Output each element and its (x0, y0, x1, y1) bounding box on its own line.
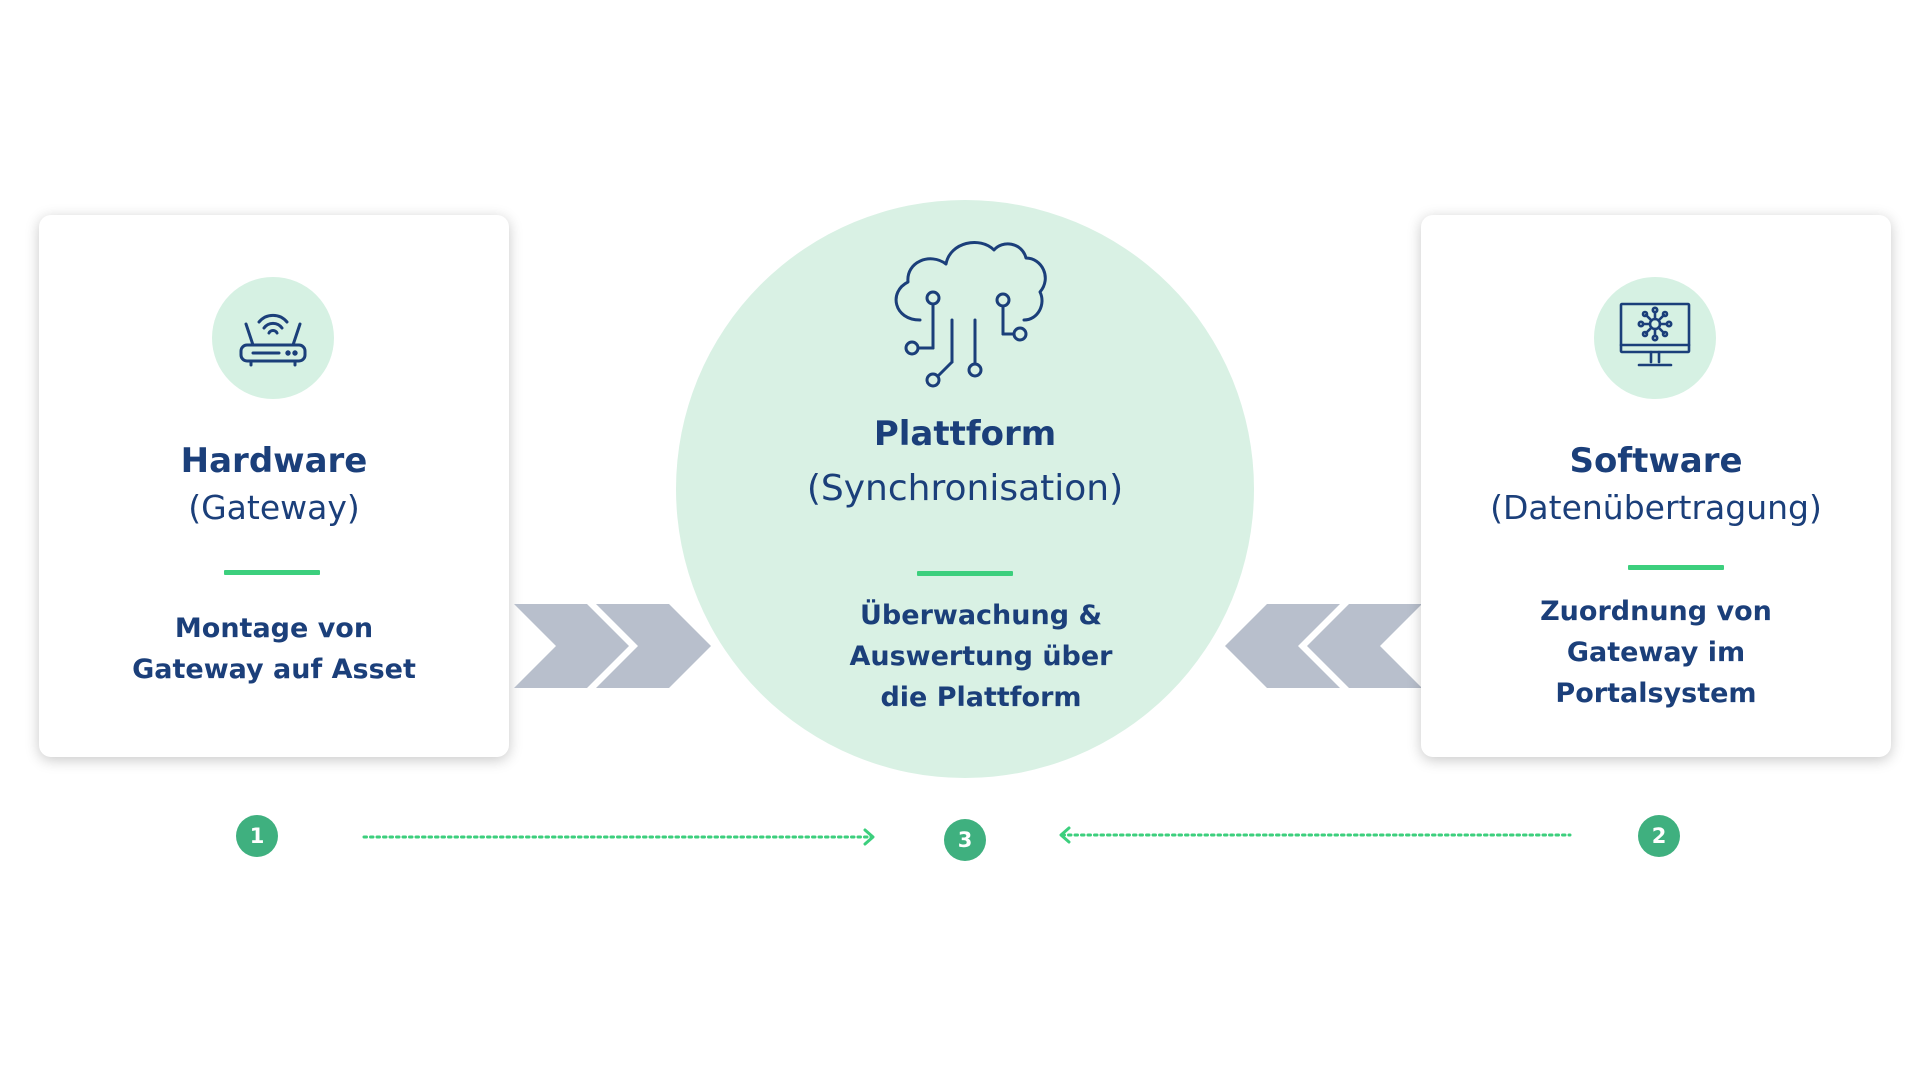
software-divider (1628, 565, 1724, 570)
chevron-left-1 (1307, 604, 1422, 688)
cloud-circuit-icon (894, 241, 1047, 388)
platform-description: Überwachung & Auswertung über die Plattf… (692, 595, 1270, 718)
software-subtitle: (Datenübertragung) (1490, 488, 1822, 527)
platform-circle: Plattform (Synchronisation) Überwachung … (676, 200, 1254, 778)
software-card: Software (Datenübertragung) Zuordnung vo… (1421, 215, 1891, 757)
step-badge-3: 3 (944, 819, 986, 861)
chevron-left-2 (1225, 604, 1340, 688)
software-icon-circle (1594, 277, 1716, 399)
chevron-right-1 (514, 604, 629, 688)
hardware-icon-circle (212, 277, 334, 399)
platform-title: Plattform (873, 414, 1057, 454)
platform-desc-line: Überwachung & (860, 600, 1102, 631)
platform-divider (917, 571, 1013, 576)
monitor-network-icon (1619, 302, 1691, 367)
hardware-title: Hardware (180, 441, 368, 481)
hardware-desc-line: Montage von (174, 613, 374, 644)
hardware-desc-line: Gateway auf Asset (132, 654, 416, 685)
software-desc-line: Gateway im (1566, 637, 1746, 668)
step-badge-1: 1 (236, 815, 278, 857)
chevrons-left-graphic (1225, 604, 1422, 688)
chevrons-right-graphic (514, 604, 711, 688)
hardware-description: Montage von Gateway auf Asset (39, 608, 509, 690)
software-desc-line: Zuordnung von (1540, 596, 1772, 627)
flow-arrow-left (1059, 826, 1572, 844)
software-desc-line: Portalsystem (1555, 678, 1757, 709)
chevron-right-2 (596, 604, 711, 688)
platform-subtitle: (Synchronisation) (806, 468, 1124, 509)
hardware-subtitle: (Gateway) (188, 488, 360, 527)
step-badge-2: 2 (1638, 815, 1680, 857)
router-icon (239, 313, 307, 367)
platform-desc-line: Auswertung über (849, 641, 1113, 672)
flow-arrow-right (362, 828, 875, 846)
software-title: Software (1569, 441, 1743, 481)
platform-desc-line: die Plattform (880, 682, 1082, 713)
software-description: Zuordnung von Gateway im Portalsystem (1421, 591, 1891, 714)
hardware-card: Hardware (Gateway) Montage von Gateway a… (39, 215, 509, 757)
hardware-divider (224, 570, 320, 575)
